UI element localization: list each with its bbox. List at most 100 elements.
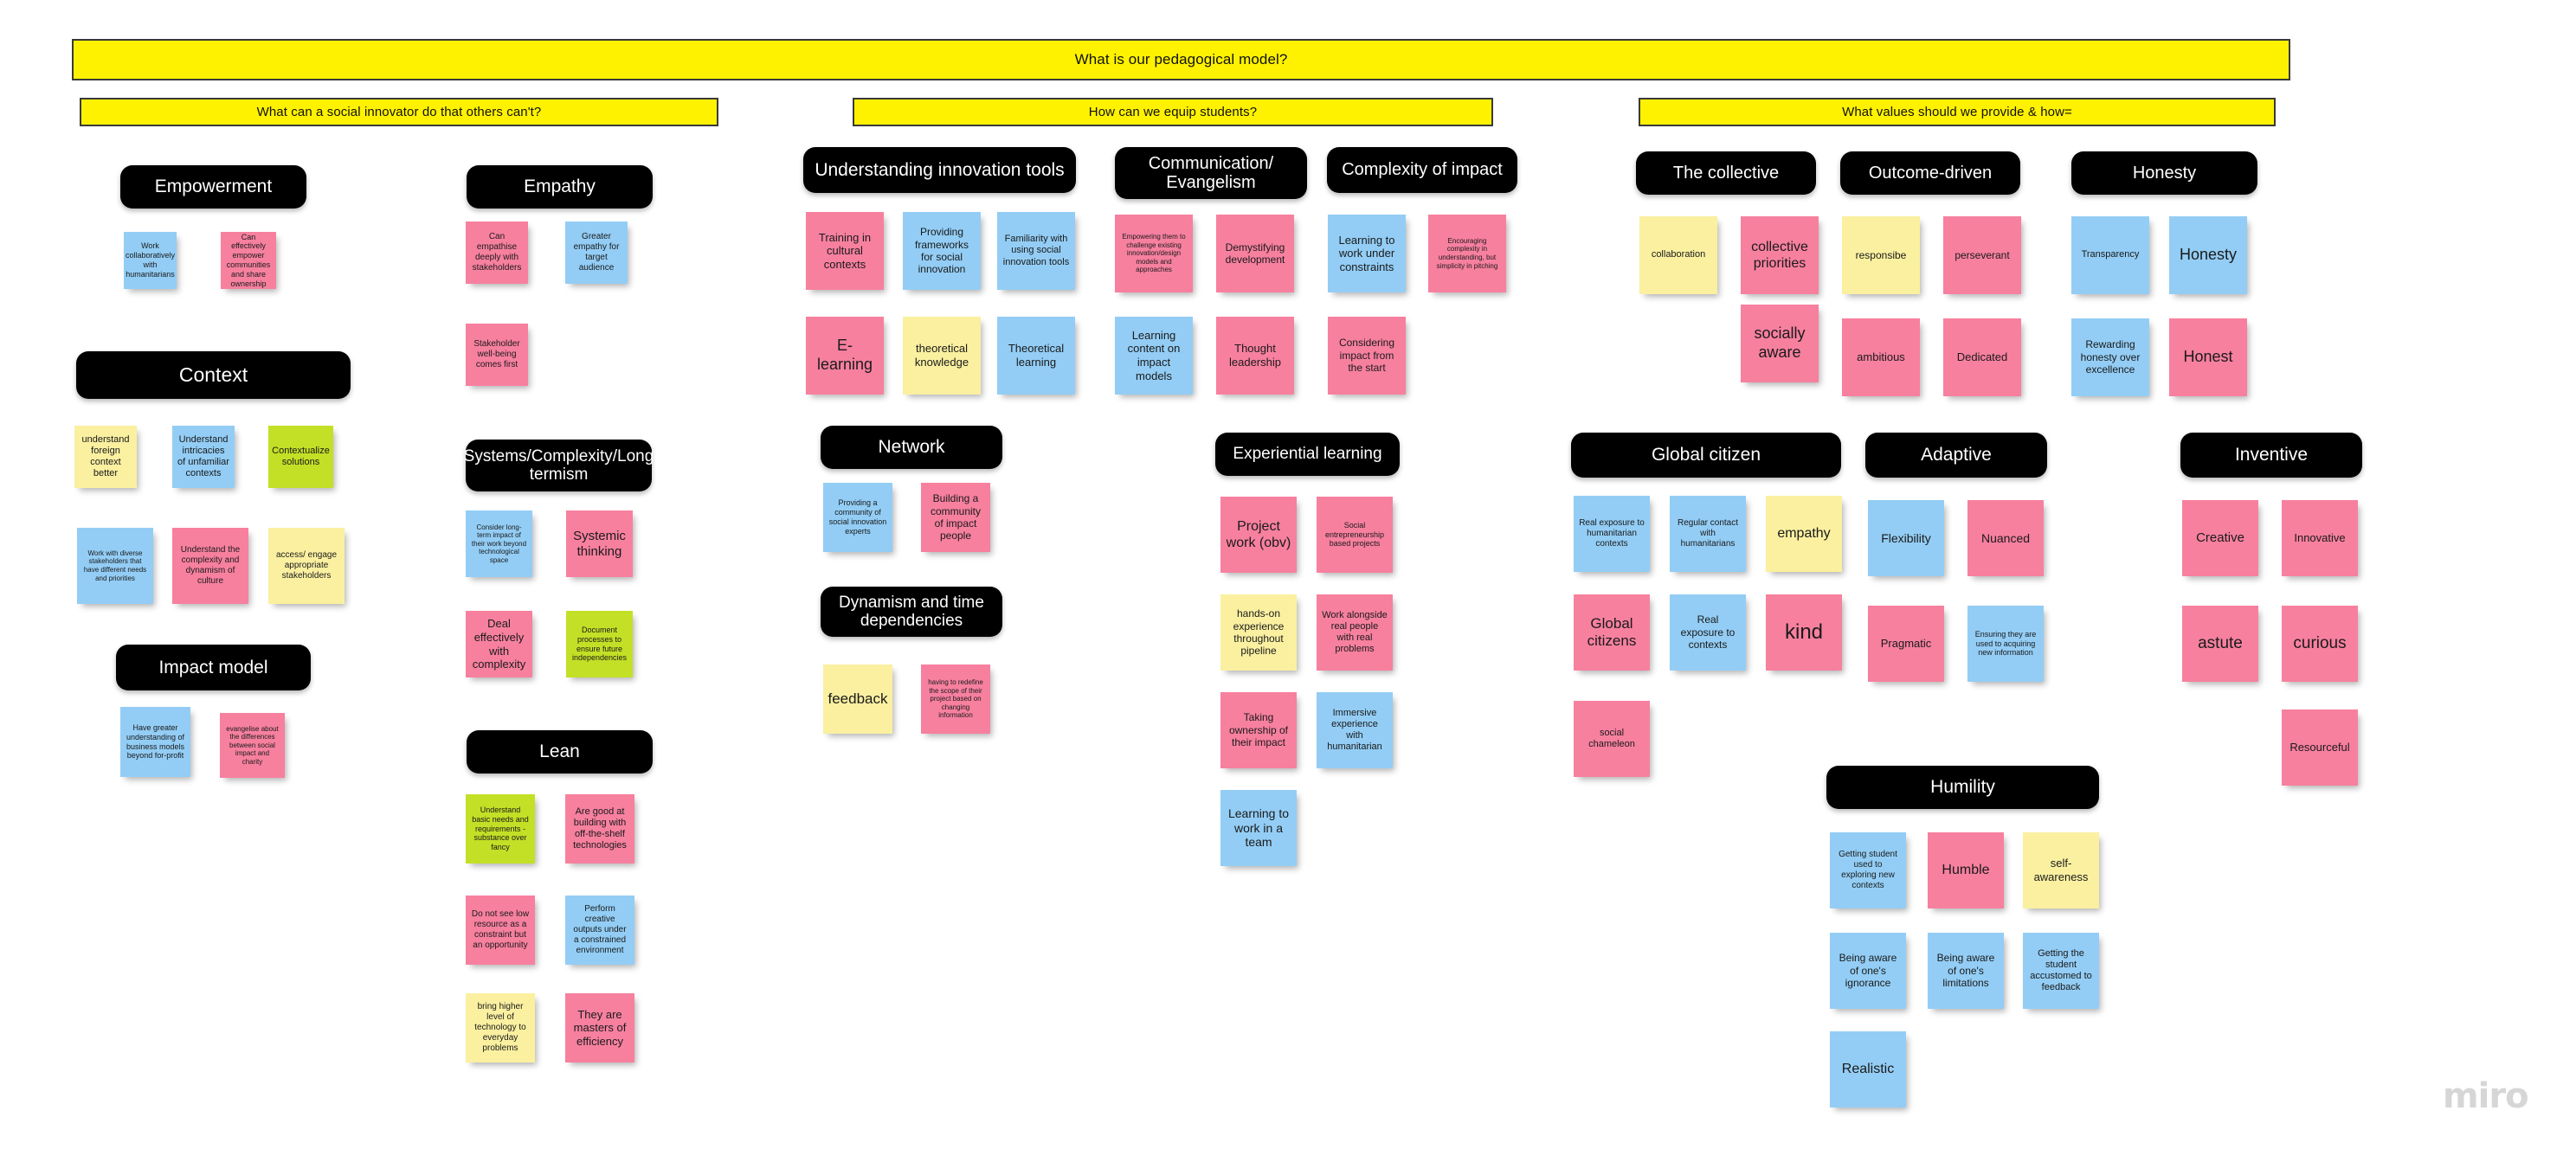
sticky-note[interactable]: Systemic thinking [566,510,633,577]
sticky-note[interactable]: Honesty [2169,216,2247,294]
sticky-note[interactable]: access/ engage appropriate stakeholders [268,528,345,604]
group-header-the-collective[interactable]: The collective [1636,151,1816,195]
sticky-note[interactable]: Global citizens [1574,594,1650,671]
group-header-honesty[interactable]: Honesty [2071,151,2257,195]
sticky-note[interactable]: responsibe [1842,216,1920,294]
sticky-note[interactable]: hands-on experience throughout pipeline [1220,594,1297,671]
sticky-note[interactable]: Realistic [1830,1031,1906,1107]
group-header-network[interactable]: Network [821,426,1002,469]
sticky-note[interactable]: perseverant [1943,216,2021,294]
sticky-note[interactable]: Greater empathy for target audience [565,221,628,284]
sticky-note[interactable]: Familiarity with using social innovation… [997,212,1075,290]
group-header-context[interactable]: Context [76,351,351,399]
group-header-empowerment[interactable]: Empowerment [120,165,306,209]
sticky-note[interactable]: astute [2182,606,2258,682]
sticky-note[interactable]: Consider long-term impact of their work … [466,510,532,577]
group-header-empathy[interactable]: Empathy [467,165,653,209]
sticky-note[interactable]: Have greater understanding of business m… [120,707,190,777]
sticky-note[interactable]: Pragmatic [1868,606,1944,682]
sticky-note[interactable]: empathy [1766,496,1842,572]
group-header-lean[interactable]: Lean [467,730,653,774]
banner-main-question[interactable]: What is our pedagogical model? [72,39,2290,80]
sticky-note[interactable]: self-awareness [2023,832,2099,908]
sticky-note[interactable]: Demystifying development [1216,215,1294,292]
group-header-communication-evangelism[interactable]: Communication/ Evangelism [1115,147,1307,199]
sticky-note[interactable]: ambitious [1842,318,1920,396]
sticky-note[interactable]: Work with diverse stakeholders that have… [77,528,153,604]
sticky-note[interactable]: Are good at building with off-the-shelf … [565,794,634,863]
sticky-note[interactable]: Learning to work under constraints [1328,215,1406,292]
sticky-note[interactable]: feedback [823,664,892,734]
banner-question-2[interactable]: How can we equip students? [853,98,1493,126]
sticky-note[interactable]: Getting student used to exploring new co… [1830,832,1906,908]
sticky-note[interactable]: Thought leadership [1216,317,1294,395]
sticky-note[interactable]: Flexibility [1868,500,1944,576]
sticky-note[interactable]: Understand the complexity and dynamism o… [172,528,248,604]
sticky-note[interactable]: Dedicated [1943,318,2021,396]
sticky-note[interactable]: theoretical knowledge [903,317,981,395]
group-header-humility[interactable]: Humility [1826,766,2099,809]
sticky-note[interactable]: Humble [1928,832,2004,908]
sticky-note[interactable]: They are masters of efficiency [565,993,634,1062]
sticky-note[interactable]: kind [1766,594,1842,671]
sticky-note[interactable]: Honest [2169,318,2247,396]
sticky-note[interactable]: Transparency [2071,216,2149,294]
sticky-note[interactable]: having to redefine the scope of their pr… [921,664,990,734]
group-header-outcome-driven[interactable]: Outcome-driven [1840,151,2020,195]
group-header-experiential-learning[interactable]: Experiential learning [1215,433,1400,476]
sticky-note[interactable]: Theoretical learning [997,317,1075,395]
group-header-impact-model[interactable]: Impact model [116,645,311,690]
sticky-note[interactable]: bring higher level of technology to ever… [466,993,535,1062]
sticky-note[interactable]: Building a community of impact people [921,483,990,552]
sticky-note[interactable]: Training in cultural contexts [806,212,884,290]
banner-question-3[interactable]: What values should we provide & how= [1639,98,2276,126]
sticky-note[interactable]: socially aware [1741,305,1819,382]
sticky-note[interactable]: Being aware of one's ignorance [1830,933,1906,1009]
sticky-note[interactable]: Understand basic needs and requirements … [466,794,535,863]
sticky-note[interactable]: Real exposure to humanitarian contexts [1574,496,1650,572]
group-header-global-citizen[interactable]: Global citizen [1571,433,1841,478]
group-header-dynamism[interactable]: Dynamism and time dependencies [821,587,1002,637]
sticky-note[interactable]: Rewarding honesty over excellence [2071,318,2149,396]
sticky-note[interactable]: Work collaboratively with humanitarians [124,232,177,289]
sticky-note[interactable]: Nuanced [1967,500,2044,576]
sticky-note[interactable]: understand foreign context better [74,426,137,488]
sticky-note[interactable]: collective priorities [1741,216,1819,294]
group-header-inventive[interactable]: Inventive [2180,433,2362,478]
sticky-note[interactable]: Real exposure to contexts [1670,594,1746,671]
sticky-note[interactable]: Creative [2182,500,2258,576]
sticky-note[interactable]: Perform creative outputs under a constra… [565,896,634,965]
sticky-note[interactable]: Immersive experience with humanitarian [1317,692,1393,768]
sticky-note[interactable]: social chameleon [1574,701,1650,777]
sticky-note[interactable]: Empowering them to challenge existing in… [1115,215,1193,292]
sticky-note[interactable]: Providing frameworks for social innovati… [903,212,981,290]
sticky-note[interactable]: Taking ownership of their impact [1220,692,1297,768]
sticky-note[interactable]: Project work (obv) [1220,497,1297,573]
sticky-note[interactable]: Considering impact from the start [1328,317,1406,395]
sticky-note[interactable]: Ensuring they are used to acquiring new … [1967,606,2044,682]
banner-question-1[interactable]: What can a social innovator do that othe… [80,98,718,126]
sticky-note[interactable]: Getting the student accustomed to feedba… [2023,933,2099,1009]
sticky-note[interactable]: Resourceful [2282,709,2358,786]
sticky-note[interactable]: Document processes to ensure future inde… [566,611,633,677]
sticky-note[interactable]: Do not see low resource as a constraint … [466,896,535,965]
sticky-note[interactable]: evangelise about the differences between… [220,713,285,778]
sticky-note[interactable]: Learning content on impact models [1115,317,1193,395]
sticky-note[interactable]: Being aware of one's limitations [1928,933,2004,1009]
group-header-understanding-innovation-tools[interactable]: Understanding innovation tools [803,147,1076,193]
sticky-note[interactable]: Contextualize solutions [268,426,333,488]
sticky-note[interactable]: Stakeholder well-being comes first [466,324,528,386]
sticky-note[interactable]: Innovative [2282,500,2358,576]
sticky-note[interactable]: curious [2282,606,2358,682]
sticky-note[interactable]: Encouraging complexity in understanding,… [1428,215,1506,292]
sticky-note[interactable]: Can empathise deeply with stakeholders [466,221,528,284]
sticky-note[interactable]: Can effectively empower communities and … [221,232,276,289]
sticky-note[interactable]: E-learning [806,317,884,395]
sticky-note[interactable]: Social entrepreneurship based projects [1317,497,1393,573]
sticky-note[interactable]: Providing a community of social innovati… [823,483,892,552]
sticky-note[interactable]: Understand intricacies of unfamiliar con… [172,426,235,488]
group-header-adaptive[interactable]: Adaptive [1865,433,2047,478]
group-header-complexity-of-impact[interactable]: Complexity of impact [1327,147,1517,193]
sticky-note[interactable]: collaboration [1639,216,1717,294]
